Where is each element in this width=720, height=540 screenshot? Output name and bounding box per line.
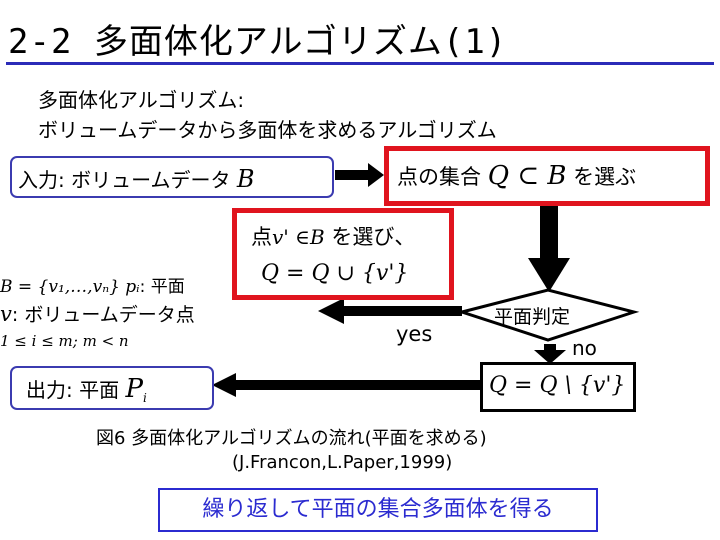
difference-math: Q = Q \ {v'} [489, 373, 626, 398]
arrow-input-to-select [335, 170, 370, 180]
output-variable: P [125, 374, 143, 404]
arrow-diff-to-output-head [212, 373, 236, 397]
decision-label: 平面判定 [494, 306, 571, 328]
figure-citation: (J.Francon,L.Paper,1999) [232, 452, 453, 473]
input-label: 入力: ボリュームデータ [18, 168, 237, 192]
side-note-1-math: B = {v₁,…,vₙ} pᵢ [0, 277, 140, 297]
select-math: Q ⊂ B [487, 161, 567, 191]
arrow-diff-to-output [234, 380, 482, 390]
side-note-1: B = {v₁,…,vₙ} pᵢ: 平面 [0, 272, 185, 297]
arrow-input-to-select-head [368, 163, 384, 187]
output-label: 出力: 平面 [26, 378, 126, 402]
yes-label: yes [396, 322, 433, 346]
no-label: no [572, 336, 597, 360]
side-note-2: v: ボリュームデータ点 [0, 300, 195, 327]
select-prefix: 点の集合 [397, 165, 488, 189]
decision-diamond [456, 288, 640, 342]
title-underline [6, 62, 714, 65]
figure-caption: 図6 多面体化アルゴリズムの流れ(平面を求める) [96, 428, 487, 449]
output-subscript: i [142, 391, 147, 405]
select-set-box: 点の集合 Q ⊂ B を選ぶ [384, 146, 710, 206]
difference-box: Q = Q \ {v'} [480, 362, 636, 412]
arrow-yes-head [318, 298, 344, 324]
pick-point-box: 点v' ∈B を選び、 Q = Q ∪ {v'} [232, 208, 454, 300]
arrow-yes [344, 306, 462, 316]
page-title: 2-2 多面体化アルゴリズム(1) [8, 22, 508, 62]
description-line-1: 多面体化アルゴリズム: [38, 88, 245, 112]
select-suffix: を選ぶ [566, 165, 637, 189]
input-variable: B [236, 165, 255, 193]
side-note-1-text: : 平面 [139, 277, 185, 297]
arrow-select-to-decision-head [528, 258, 570, 292]
side-note-2-math: v [0, 302, 12, 326]
output-box: 出力: 平面 Pi [10, 366, 214, 410]
arrow-select-to-decision [540, 200, 558, 260]
summary-box: 繰り返して平面の集合多面体を得る [158, 488, 598, 532]
pick-suffix: を選び、 [324, 225, 416, 249]
union-math: Q = Q ∪ {v'} [261, 261, 409, 286]
pick-prefix: 点 [251, 225, 272, 249]
pick-math: v' ∈B [272, 225, 325, 249]
arrow-no-head [534, 350, 566, 364]
side-note-2-text: : ボリュームデータ点 [11, 304, 195, 326]
description-line-2: ボリュームデータから多面体を求めるアルゴリズム [38, 118, 497, 142]
input-box: 入力: ボリュームデータ B [10, 156, 334, 198]
side-note-3: 1 ≤ i ≤ m; m < n [0, 332, 129, 350]
arrow-no [544, 344, 556, 354]
